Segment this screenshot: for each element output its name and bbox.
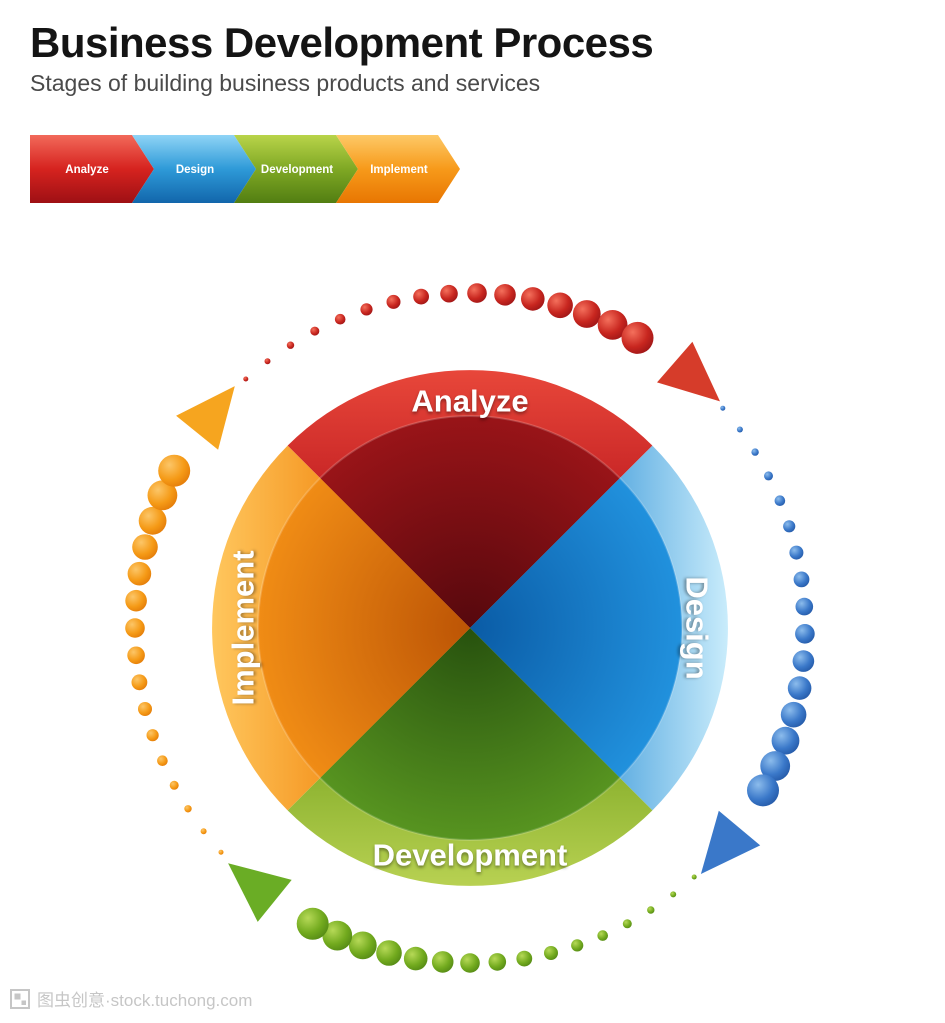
chain-arrow-label: Implement (370, 164, 428, 176)
flow-dot (218, 849, 224, 855)
flow-dot (783, 520, 796, 533)
flow-dot (125, 618, 145, 638)
flow-dot (691, 874, 697, 880)
flow-dot (621, 321, 654, 354)
flow-dot (386, 294, 401, 309)
flow-dot (751, 448, 759, 456)
flow-dot (670, 891, 677, 898)
flow-dot (787, 676, 812, 700)
chain-arrow-label: Design (176, 164, 214, 176)
flow-dot (310, 326, 320, 336)
flow-dot (157, 755, 168, 766)
flow-dot (793, 571, 810, 588)
chain-arrow-implement (336, 135, 460, 203)
flow-dot (544, 946, 558, 960)
inner-ring-highlight (257, 415, 683, 841)
page-subtitle: Stages of building business products and… (30, 70, 541, 97)
flow-dot (792, 650, 815, 672)
flow-dot (184, 805, 192, 813)
flow-dot (348, 931, 377, 960)
chain-arrow-label: Development (261, 164, 333, 176)
flow-dot (736, 426, 743, 433)
chain-arrow-label: Analyze (65, 164, 108, 176)
flow-dot (127, 646, 145, 665)
flow-dot (264, 358, 271, 365)
flow-dot (243, 376, 249, 382)
flow-dot (138, 702, 152, 716)
flow-dot (200, 828, 207, 835)
flow-dot (597, 310, 628, 340)
flow-dot (571, 939, 584, 952)
segment-label-design: Design (680, 576, 715, 679)
flow-dot (747, 774, 779, 807)
flow-dot (494, 284, 516, 306)
flow-dot (622, 919, 632, 929)
flow-dot (413, 288, 429, 305)
flow-dot (647, 906, 655, 914)
flow-dot (360, 303, 373, 316)
flow-dot (376, 940, 402, 966)
flow-dot (146, 729, 159, 742)
flow-dot (764, 471, 773, 481)
flow-arrowhead-design (700, 810, 761, 874)
flow-dot (795, 624, 815, 644)
flow-dot (132, 534, 158, 560)
process-chain-svg: Analyze Design Development Implement (30, 135, 460, 203)
flow-dot (296, 907, 329, 940)
flow-dot (127, 561, 152, 586)
flow-dot (403, 946, 428, 971)
header: Business Development Process Stages of b… (30, 19, 654, 97)
flow-dot (720, 405, 726, 411)
flow-dot (760, 751, 791, 781)
flow-dot (488, 953, 507, 971)
flow-dot (131, 674, 148, 691)
flow-dot (158, 454, 191, 487)
flow-dot (795, 597, 814, 616)
chain-arrow-analyze (30, 135, 154, 203)
segment-inner-design (470, 478, 682, 778)
flow-dot (516, 950, 533, 967)
flow-dot (774, 495, 786, 506)
flow-dot (147, 480, 178, 511)
flow-dot (789, 545, 804, 560)
segment-label-analyze: Analyze (411, 384, 528, 419)
flow-dot (547, 292, 573, 319)
page-title: Business Development Process (30, 19, 654, 66)
watermark-text: 图虫创意·stock.tuchong.com (37, 991, 253, 1010)
flow-dot (521, 287, 545, 311)
segment-inner-development (320, 628, 620, 840)
flow-dot (440, 284, 458, 303)
flow-arrowhead-analyze (657, 341, 720, 402)
segment-label-development: Development (373, 838, 568, 873)
flow-dot (460, 953, 480, 973)
flow-dot (169, 780, 179, 790)
flow-dot (780, 701, 807, 728)
segment-label-implement: Implement (226, 550, 261, 705)
flow-dot (334, 313, 346, 325)
flow-dot (286, 341, 295, 349)
chain-arrow-development (234, 135, 358, 203)
chain-arrow-design (132, 135, 256, 203)
flow-dot (467, 283, 487, 303)
flow-arrowhead-implement (176, 386, 235, 450)
tuchong-logo-icon (10, 988, 30, 1009)
flow-dot (771, 726, 800, 755)
flow-dot (431, 951, 454, 973)
watermark: 图虫创意·stock.tuchong.com (10, 986, 252, 1011)
flow-dot (322, 920, 353, 951)
segment-inner-analyze (320, 416, 620, 628)
flow-dot (572, 300, 601, 328)
flow-dot (138, 506, 167, 535)
flow-dot (125, 589, 147, 612)
segment-inner-implement (258, 478, 470, 778)
flow-arrowhead-development (228, 863, 292, 922)
flow-dot (597, 930, 608, 941)
